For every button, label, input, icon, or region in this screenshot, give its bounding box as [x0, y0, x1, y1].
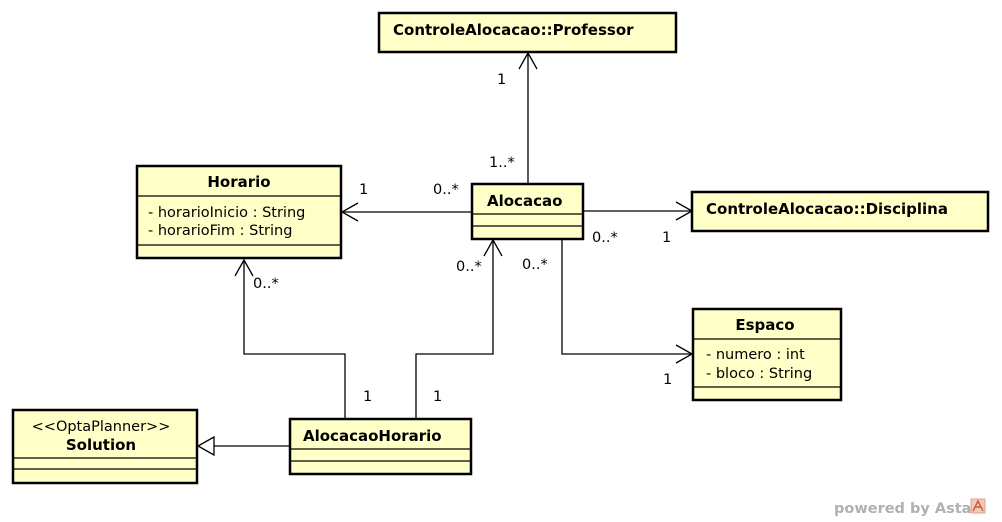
edge-generalization-solution — [196, 435, 290, 457]
attribute-horario-inicio: - horarioInicio : String — [148, 205, 305, 221]
edge-alocacao-espaco — [561, 240, 694, 364]
multiplicity-label: 1 — [663, 372, 672, 388]
hollow-triangle-arrowhead — [196, 435, 215, 457]
multiplicity-label: 1 — [359, 182, 368, 198]
multiplicity-label: 1 — [662, 230, 671, 246]
astah-logo-icon — [970, 498, 986, 514]
stereotype-label: <<OptaPlanner>> — [32, 419, 171, 435]
multiplicity-label: 0..* — [592, 230, 618, 246]
class-professor[interactable]: ControleAlocacao::Professor — [377, 11, 678, 54]
multiplicity-label: 1 — [497, 72, 506, 88]
class-name: ControleAlocacao::Professor — [393, 21, 634, 39]
edge-alocacaohorario-horario — [234, 258, 346, 419]
astah-watermark: powered by Astah — [834, 501, 982, 517]
multiplicity-label: 1 — [363, 389, 372, 405]
open-arrowhead — [234, 258, 254, 277]
class-name: Espaco — [735, 316, 794, 334]
attribute-numero: - numero : int — [706, 347, 805, 363]
multiplicity-label: 0..* — [433, 182, 459, 198]
class-horario[interactable]: Horario - horarioInicio : String - horar… — [135, 164, 343, 260]
class-name: AlocacaoHorario — [303, 427, 442, 445]
class-alocacao-horario[interactable]: AlocacaoHorario — [288, 417, 473, 476]
class-name: ControleAlocacao::Disciplina — [706, 200, 948, 218]
multiplicity-label: 0..* — [522, 257, 548, 273]
class-solution[interactable]: <<OptaPlanner>> Solution — [11, 408, 199, 485]
edge-alocacao-horario — [340, 202, 472, 222]
multiplicity-label: 0..* — [456, 259, 482, 275]
edge-alocacao-professor — [518, 51, 538, 184]
multiplicity-label: 1 — [433, 389, 442, 405]
class-name: Horario — [207, 173, 270, 191]
attribute-horario-fim: - horarioFim : String — [148, 223, 292, 239]
class-disciplina[interactable]: ControleAlocacao::Disciplina — [690, 190, 990, 233]
class-name: Solution — [66, 436, 136, 454]
class-alocacao[interactable]: Alocacao — [470, 182, 585, 241]
multiplicity-label: 1..* — [489, 155, 515, 171]
attribute-bloco: - bloco : String — [706, 366, 812, 382]
edge-alocacao-disciplina — [584, 201, 694, 221]
class-name: Alocacao — [487, 192, 562, 210]
multiplicity-label: 0..* — [253, 276, 279, 292]
class-espaco[interactable]: Espaco - numero : int - bloco : String — [691, 307, 843, 402]
